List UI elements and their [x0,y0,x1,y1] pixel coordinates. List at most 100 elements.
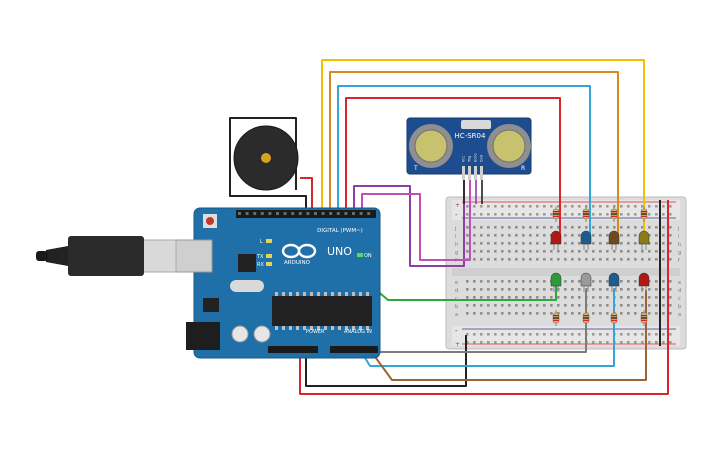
led-olive[interactable] [638,230,650,250]
terminal-hole [648,296,651,299]
terminal-hole [487,304,490,307]
terminal-hole [543,250,546,253]
led-gray[interactable] [580,272,592,292]
wire-black-ground[interactable] [305,335,467,387]
wire-red-power[interactable] [299,328,669,395]
wire-buzzer-black[interactable] [229,117,307,214]
row-letter: h [678,242,681,248]
rail-hole [620,205,623,208]
rail-hole [634,213,637,216]
wire-magenta[interactable] [361,176,471,261]
buzzer-center [261,153,271,163]
terminal-hole [543,280,546,283]
digital-pin[interactable] [367,212,371,215]
terminal-hole [571,288,574,291]
digital-pin[interactable] [253,212,257,215]
rail-hole [494,213,497,216]
terminal-hole [669,280,672,283]
row-letter: h [455,242,458,248]
wire-red-top[interactable] [345,97,561,236]
rail-hole [571,213,574,216]
digital-pin[interactable] [298,212,302,215]
terminal-hole [627,242,630,245]
terminal-hole [592,288,595,291]
resistor[interactable] [610,310,618,326]
rail-hole [550,213,553,216]
terminal-hole [655,258,658,261]
row-letter: b [455,304,458,310]
digital-pin[interactable] [314,212,317,215]
terminal-hole [599,242,602,245]
rail-hole [599,213,602,216]
resistor[interactable] [552,206,560,222]
terminal-hole [627,258,630,261]
terminal-hole [536,296,539,299]
led-brown[interactable] [608,230,620,250]
terminal-hole [494,234,497,237]
led-red[interactable] [638,272,650,292]
wire-yellow[interactable] [321,59,645,236]
rail-hole [599,205,602,208]
rx-label: RX [257,262,264,268]
led-blue[interactable] [580,230,592,250]
terminal-hole [613,258,616,261]
terminal-hole [585,288,588,291]
digital-pin[interactable] [260,212,264,215]
reset-button-cap[interactable] [206,217,214,225]
digital-pin[interactable] [321,212,325,215]
terminal-hole [606,280,609,283]
terminal-hole [564,234,567,237]
terminal-hole [655,226,658,229]
digital-pin[interactable] [238,212,241,215]
digital-pin[interactable] [283,212,287,215]
terminal-hole [585,250,588,253]
digital-pin[interactable] [329,212,333,215]
terminal-hole [599,258,602,261]
row-letter: g [678,250,681,256]
led-green[interactable] [550,272,562,292]
terminal-hole [620,250,623,253]
rail-hole [669,333,672,336]
digital-pin[interactable] [344,212,348,215]
terminal-hole [487,234,490,237]
resistor[interactable] [640,310,648,326]
digital-pin[interactable] [276,212,279,215]
wire-cyan[interactable] [337,85,591,236]
terminal-hole [487,280,490,283]
usb-cable-end [36,251,48,261]
digital-pin[interactable] [291,212,295,215]
terminal-hole [536,304,539,307]
rail-minus-label: - [455,211,458,219]
terminal-hole [557,226,560,229]
terminal-hole [620,312,623,315]
led-blue[interactable] [608,272,620,292]
terminal-hole [648,288,651,291]
terminal-hole [634,226,637,229]
terminal-hole [543,296,546,299]
wire-buzzer-red[interactable] [300,177,313,214]
usb-port [175,239,213,273]
resistor[interactable] [582,310,590,326]
digital-pin[interactable] [352,212,355,215]
resistor[interactable] [610,206,618,222]
terminal-hole [634,258,637,261]
led-red[interactable] [550,230,562,250]
resistor[interactable] [552,310,560,326]
rail-hole [501,341,504,344]
terminal-hole [543,234,546,237]
rail-hole [564,213,567,216]
digital-pin[interactable] [359,212,363,215]
digital-pin[interactable] [306,212,310,215]
terminal-hole [536,234,539,237]
digital-pin[interactable] [245,212,249,215]
terminal-hole [606,226,609,229]
resistor[interactable] [640,206,648,222]
wire-purple[interactable] [353,176,465,267]
resistor[interactable] [582,206,590,222]
terminal-hole [550,296,553,299]
digital-pin[interactable] [268,212,272,215]
rail-hole [592,205,595,208]
digital-pin[interactable] [336,212,340,215]
wire-orange[interactable] [329,71,619,236]
terminal-hole [571,250,574,253]
